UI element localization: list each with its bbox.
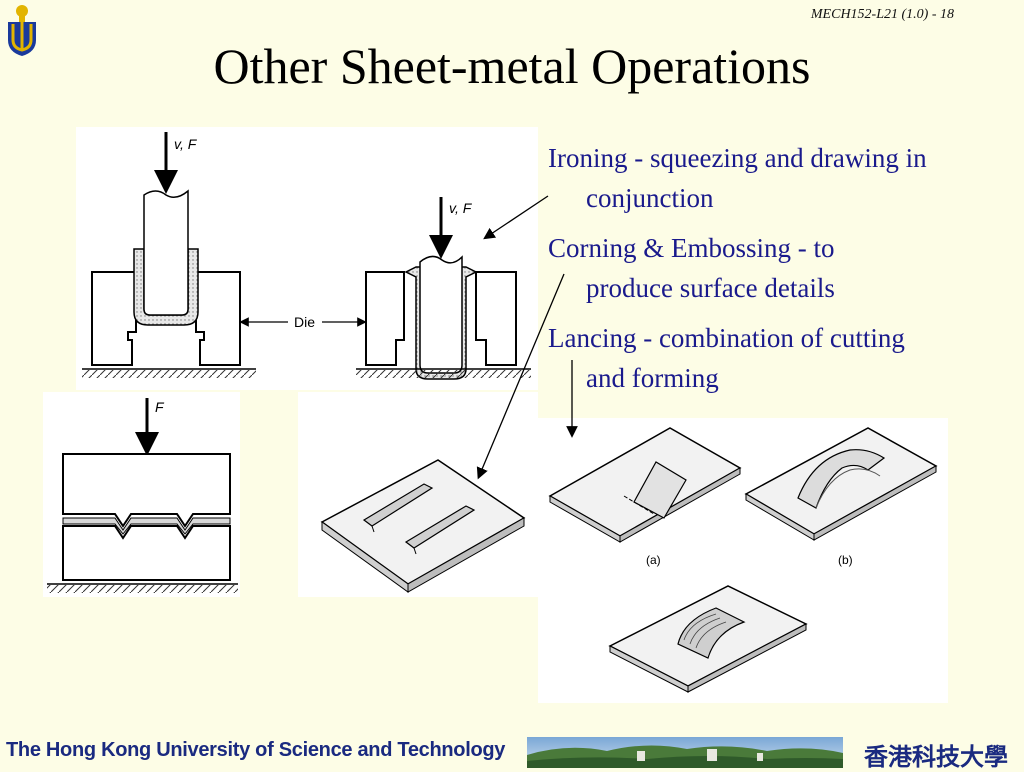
campus-photo (527, 737, 843, 768)
force-label-right: v, F (449, 200, 473, 216)
page-title: Other Sheet-metal Operations (213, 38, 811, 94)
bullet-list: Ironing - squeezing and drawing in conju… (548, 138, 928, 408)
lancing-label-a: (a) (646, 553, 661, 567)
embossing-diagram (298, 392, 538, 597)
university-logo-icon (8, 5, 36, 56)
force-label-coining: F (155, 399, 165, 415)
die-label: Die (294, 314, 315, 330)
coining-diagram: F (43, 392, 240, 597)
footer-university-name-cn: 香港科技大學 (864, 743, 1008, 771)
bullet-lancing: Lancing - combination of cutting and for… (548, 323, 905, 393)
footer-bar (0, 733, 1024, 768)
bullet-embossing: Corning & Embossing - to produce surface… (548, 233, 835, 303)
lancing-diagram: (a) (b) (538, 418, 948, 703)
lancing-label-b: (b) (838, 553, 853, 567)
slide-number: MECH152-L21 (1.0) - 18 (810, 7, 954, 22)
ironing-diagram: v, F v, F Die (76, 127, 538, 390)
footer-university-name: The Hong Kong University of Science and … (6, 739, 506, 761)
force-label-left: v, F (174, 136, 198, 152)
bullet-ironing: Ironing - squeezing and drawing in conju… (548, 143, 927, 213)
